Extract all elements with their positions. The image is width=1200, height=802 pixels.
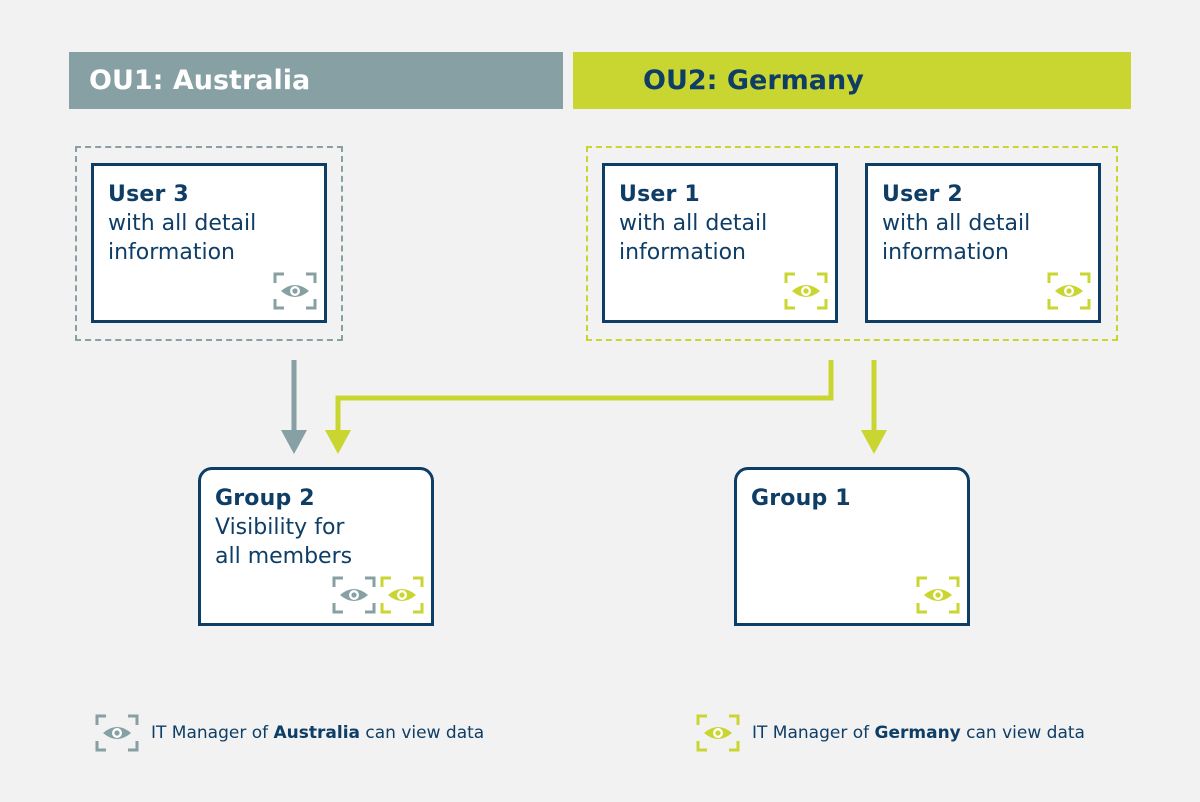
user-2-title: User 2 [882, 182, 963, 207]
legend-australia-text: IT Manager of Australia can view data [151, 723, 484, 743]
eye-icon-germany [784, 272, 828, 310]
arrow-user2-to-group1 [861, 360, 887, 454]
eye-icon [332, 576, 376, 614]
user-2-card: User 2 with all detail information [865, 163, 1101, 323]
user-2-desc-line2: information [882, 240, 1009, 265]
user-1-title: User 1 [619, 182, 700, 207]
eye-icon [784, 272, 828, 310]
legend-germany-suffix: can view data [960, 723, 1085, 743]
group-1-title: Group 1 [751, 486, 851, 511]
legend-germany-text: IT Manager of Germany can view data [752, 723, 1085, 743]
legend-germany: IT Manager of Germany can view data [696, 714, 1085, 752]
group-1-card: Group 1 [734, 467, 970, 626]
group-2-title: Group 2 [215, 486, 315, 511]
eye-icon [1047, 272, 1091, 310]
user-1-desc-line1: with all detail [619, 211, 768, 236]
legend-australia-suffix: can view data [360, 723, 485, 743]
legend-australia-prefix: IT Manager of [151, 723, 274, 743]
eye-icon-australia [273, 272, 317, 310]
arrow-user3-to-group2 [281, 360, 307, 454]
legend-germany-bold: Germany [874, 723, 961, 743]
eye-icon-germany [380, 576, 424, 614]
group-2-desc-line2: all members [215, 544, 353, 569]
eye-icon [916, 576, 960, 614]
arrow-user1-to-group2 [325, 360, 834, 454]
user-3-desc-line1: with all detail [108, 211, 257, 236]
eye-icon-australia [332, 576, 376, 614]
eye-icon [95, 714, 139, 752]
ou-australia-title: OU1: Australia [89, 65, 311, 96]
eye-icon-germany [1047, 272, 1091, 310]
ou-germany-frame [586, 146, 1118, 341]
legend-australia-bold: Australia [273, 723, 361, 743]
user-3-desc-line2: information [108, 240, 235, 265]
eye-icon [273, 272, 317, 310]
user-3-title: User 3 [108, 182, 189, 207]
user-2-desc-line1: with all detail [882, 211, 1031, 236]
eye-icon-australia [95, 714, 139, 752]
legend-australia: IT Manager of Australia can view data [95, 714, 484, 752]
ou-australia-header: OU1: Australia [69, 52, 563, 109]
legend-germany-prefix: IT Manager of [752, 723, 875, 743]
user-1-desc-line2: information [619, 240, 746, 265]
group-2-card: Group 2 Visibility for all members [198, 467, 434, 626]
group-2-desc-line1: Visibility for [215, 515, 345, 540]
user-3-card: User 3 with all detail information [91, 163, 327, 323]
eye-icon [696, 714, 740, 752]
eye-icon-germany [916, 576, 960, 614]
ou-australia-frame [75, 146, 343, 341]
user-1-card: User 1 with all detail information [602, 163, 838, 323]
eye-icon-germany [696, 714, 740, 752]
ou-germany-title: OU2: Germany [643, 65, 864, 96]
eye-icon [380, 576, 424, 614]
ou-germany-header: OU2: Germany [573, 52, 1131, 109]
